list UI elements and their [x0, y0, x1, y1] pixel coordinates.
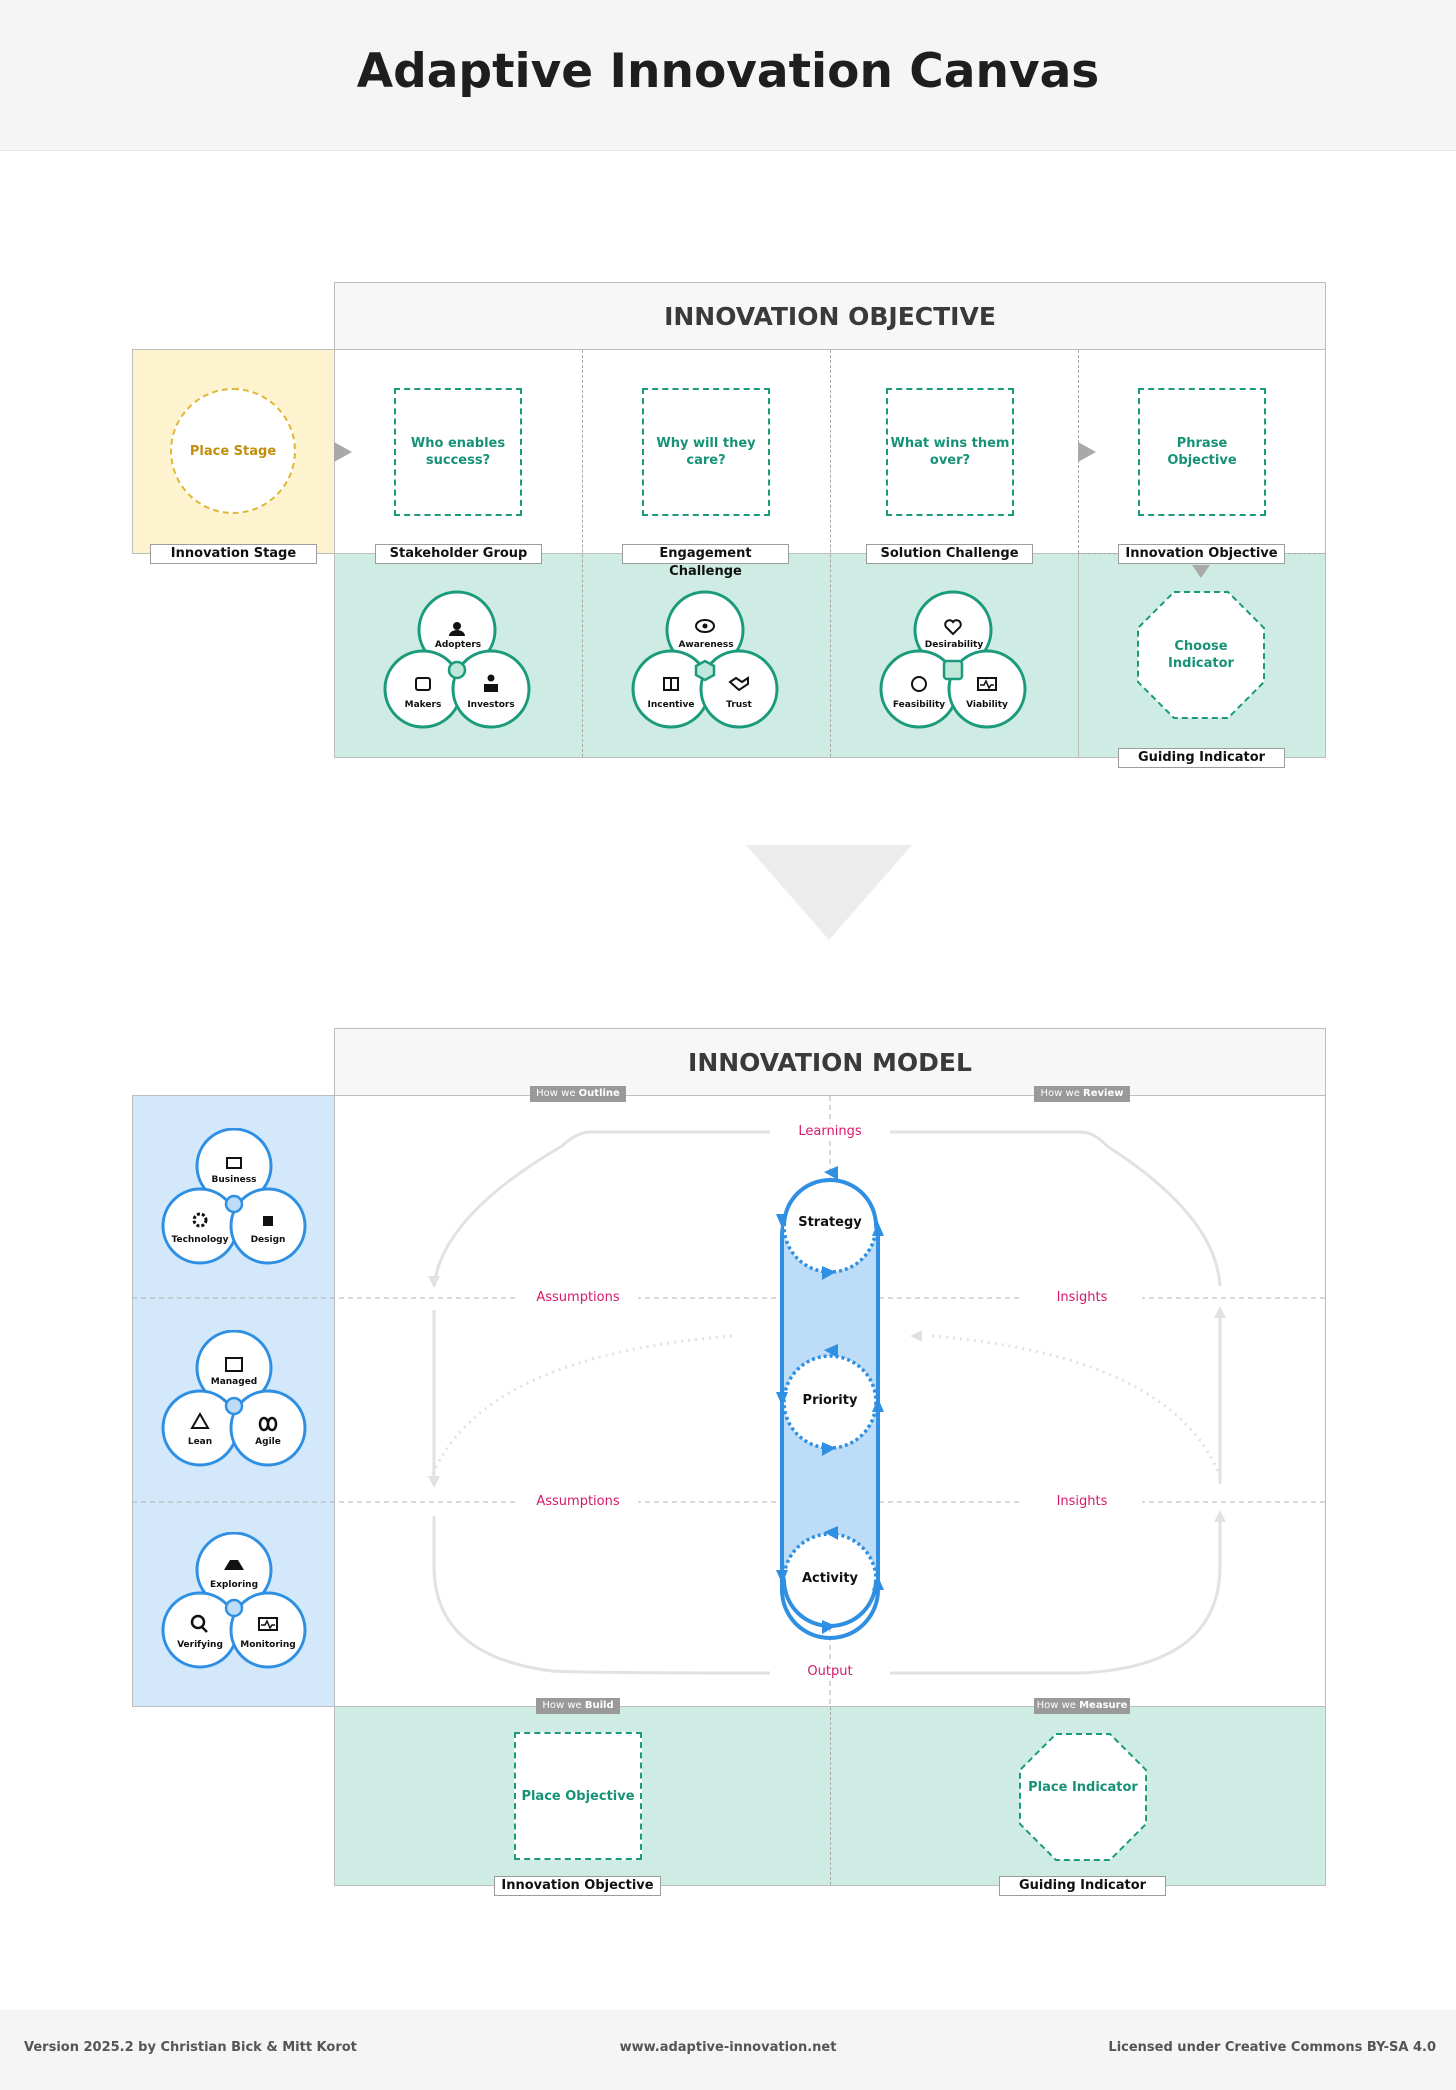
- mode-venn: [161, 1532, 307, 1669]
- circle-label-incentive: Incentive: [647, 700, 695, 710]
- footer-license: Licensed under Creative Commons BY-SA 4.…: [1108, 2040, 1436, 2055]
- loop-label-assumptions: Assumptions: [518, 1290, 638, 1305]
- footer-version: Version 2025.2 by Christian Bick & Mitt …: [24, 2040, 357, 2055]
- footer-bar: [0, 2010, 1456, 2090]
- circle-label-business: Business: [211, 1175, 257, 1185]
- arrow-right-icon: [334, 442, 352, 462]
- solution-label: Solution Challenge: [866, 544, 1033, 564]
- pillar-label-strategy: Strategy: [798, 1215, 862, 1230]
- question-text: What wins them over?: [890, 436, 1010, 468]
- place-indicator-octagon[interactable]: [1018, 1732, 1148, 1862]
- loop-label-output: Output: [770, 1664, 890, 1679]
- question-text: Phrase Objective: [1167, 436, 1237, 468]
- divider: [830, 350, 831, 757]
- circle-label-makers: Makers: [404, 700, 442, 710]
- footer-url[interactable]: www.adaptive-innovation.net: [619, 2040, 837, 2055]
- loop-label-assumptions: Assumptions: [518, 1494, 638, 1509]
- engagement-label: Engagement Challenge: [622, 544, 789, 579]
- question-box-solution[interactable]: What wins them over?: [886, 388, 1014, 516]
- page-title: Adaptive Innovation Canvas: [356, 44, 1100, 99]
- circle-label-design: Design: [250, 1235, 286, 1245]
- question-box-engagement[interactable]: Why will they care?: [642, 388, 770, 516]
- divider: [582, 350, 583, 757]
- domain-venn: [161, 1128, 307, 1265]
- circle-label-feasibility: Feasibility: [892, 700, 946, 710]
- placeholder-text: Place Objective: [521, 1788, 635, 1804]
- question-text: Who enables success?: [410, 436, 506, 468]
- divider: [830, 1707, 831, 1885]
- tag-how-we-build: How we Build: [536, 1698, 620, 1714]
- stakeholder-venn: [383, 590, 531, 729]
- stakeholder-label: Stakeholder Group: [375, 544, 542, 564]
- place-objective-box[interactable]: Place Objective: [514, 1732, 642, 1860]
- pillar-label-activity: Activity: [801, 1571, 859, 1586]
- circle-label-monitoring: Monitoring: [240, 1640, 296, 1650]
- circle-label-verifying: Verifying: [177, 1640, 223, 1650]
- objective-label: Innovation Objective: [1118, 544, 1285, 564]
- circle-label-desirability: Desirability: [924, 640, 984, 650]
- tag-how-we-outline: How we Outline: [530, 1086, 626, 1102]
- circle-label-awareness: Awareness: [678, 640, 734, 650]
- loop-label-insights: Insights: [1022, 1290, 1142, 1305]
- loop-label-learnings: Learnings: [770, 1124, 890, 1139]
- solution-venn: [879, 590, 1027, 729]
- indicator-placeholder: Choose Indicator: [1168, 639, 1234, 671]
- engagement-venn: [631, 590, 779, 729]
- objective-header: INNOVATION OBJECTIVE: [334, 282, 1326, 350]
- model-loop-diagram: [132, 1096, 1326, 1706]
- flow-down-arrow-icon: [746, 845, 912, 940]
- circle-label-exploring: Exploring: [209, 1580, 259, 1590]
- circle-label-agile: Agile: [255, 1437, 281, 1447]
- model-header: INNOVATION MODEL: [334, 1028, 1326, 1096]
- circle-label-investors: Investors: [467, 700, 515, 710]
- bottom-indicator-label: Guiding Indicator: [999, 1876, 1166, 1896]
- title-bar: [0, 0, 1456, 151]
- indicator-octagon[interactable]: [1136, 590, 1266, 720]
- stage-placeholder[interactable]: Place Stage: [170, 388, 296, 514]
- question-box-objective[interactable]: Phrase Objective: [1138, 388, 1266, 516]
- stage-label: Innovation Stage: [150, 544, 317, 564]
- tag-how-we-review: How we Review: [1034, 1086, 1130, 1102]
- bottom-objective-label: Innovation Objective: [494, 1876, 661, 1896]
- loop-label-insights: Insights: [1022, 1494, 1142, 1509]
- circle-label-adopters: Adopters: [434, 640, 482, 650]
- indicator-label: Guiding Indicator: [1118, 748, 1285, 768]
- arrow-right-icon: [1078, 442, 1096, 462]
- tag-how-we-measure: How we Measure: [1034, 1698, 1130, 1714]
- divider: [1078, 553, 1079, 758]
- circle-label-technology: Technology: [171, 1235, 229, 1245]
- circle-label-lean: Lean: [187, 1437, 213, 1447]
- question-text: Why will they care?: [656, 436, 756, 468]
- circle-label-managed: Managed: [210, 1377, 258, 1387]
- approach-venn: [161, 1330, 307, 1467]
- arrow-down-icon: [1192, 565, 1210, 578]
- circle-label-trust: Trust: [726, 700, 752, 710]
- indicator-placeholder: Place Indicator: [1028, 1780, 1138, 1795]
- circle-label-viability: Viability: [966, 700, 1008, 710]
- pillar-label-priority: Priority: [802, 1393, 858, 1408]
- question-box-stakeholder[interactable]: Who enables success?: [394, 388, 522, 516]
